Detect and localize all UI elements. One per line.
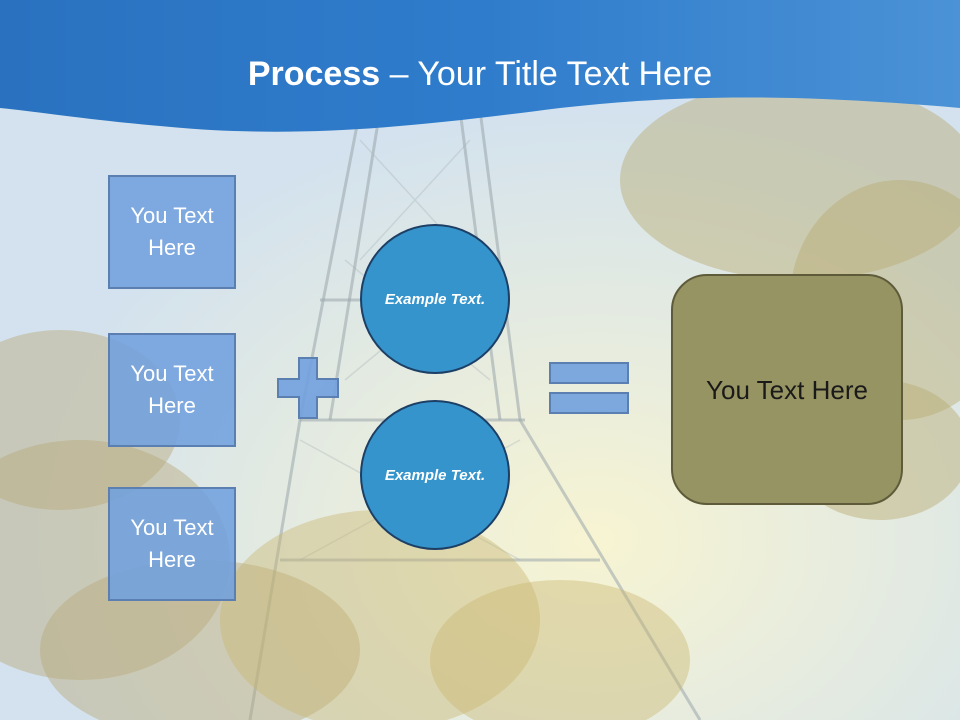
title-bold: Process [247,55,381,93]
circle-label: Example Text. [384,290,486,308]
plus-icon [277,357,339,419]
equals-icon [549,362,629,414]
example-circle-2: Example Text. [360,400,510,550]
title-rest: – Your Title Text Here [380,55,713,93]
foliage-center [220,510,690,720]
input-box-3: You Text Here [108,487,236,601]
input-box-label: You Text Here [130,203,214,260]
header-banner [0,0,960,132]
input-box-label: You Text Here [130,515,214,572]
result-box: You Text Here [671,274,903,505]
circle-label: Example Text. [384,466,486,484]
result-label: You Text Here [706,374,868,405]
slide-title: Process – Your Title Text Here [0,52,960,96]
input-box-1: You Text Here [108,175,236,289]
example-circle-1: Example Text. [360,224,510,374]
input-box-2: You Text Here [108,333,236,447]
tower-silhouette [248,109,702,720]
input-box-label: You Text Here [130,361,214,418]
